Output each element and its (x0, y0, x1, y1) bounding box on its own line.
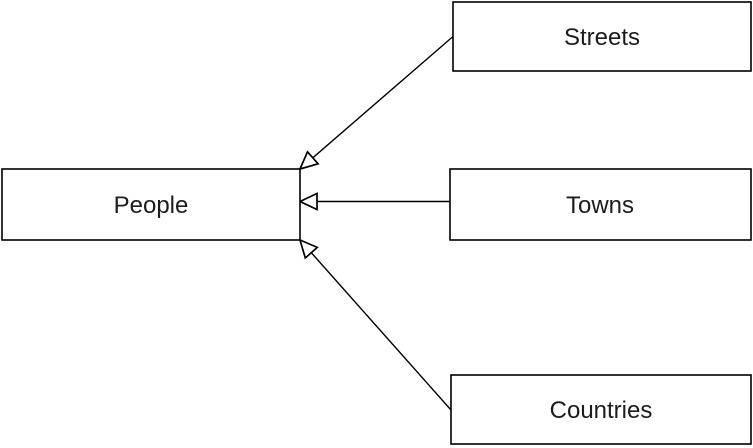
node-streets-label: Streets (564, 24, 640, 51)
hollow-triangle-arrowhead-top (298, 150, 320, 171)
node-countries-label: Countries (550, 397, 653, 424)
node-streets-box (452, 1, 752, 72)
node-towns-box (449, 168, 752, 241)
node-streets: Streets (452, 1, 752, 72)
node-towns: Towns (449, 168, 752, 241)
node-towns-label: Towns (566, 192, 634, 219)
node-countries: Countries (450, 374, 752, 445)
edge-streets-people (312, 35, 454, 159)
edge-countries-people (310, 252, 452, 411)
node-people: People (1, 168, 301, 241)
node-people-label: People (114, 192, 189, 219)
hollow-triangle-arrowhead-middle (298, 192, 318, 211)
hollow-triangle-arrowhead-bottom (298, 238, 319, 260)
node-countries-box (450, 374, 752, 445)
node-people-box (1, 168, 301, 241)
